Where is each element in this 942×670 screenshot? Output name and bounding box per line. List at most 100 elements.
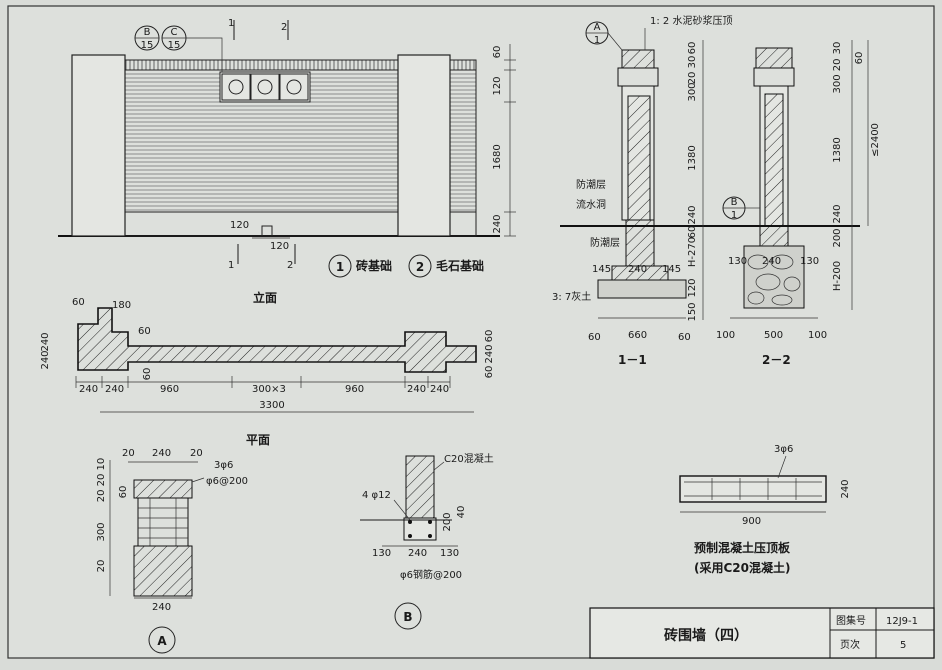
pillar-right xyxy=(397,54,451,237)
svg-text:B: B xyxy=(144,27,151,38)
elev-dim-1680: 1680 xyxy=(492,144,503,169)
detB-dim-130a: 130 xyxy=(372,548,391,559)
plan-dim-b6: 240 xyxy=(407,384,426,395)
detA-dim-240: 240 xyxy=(152,448,171,459)
detA-dim-202010: 20 20 10 xyxy=(96,458,107,503)
detail-bubble-b: B 15 xyxy=(134,25,160,51)
wall-coping xyxy=(124,59,399,71)
detail-b: C20混凝土 4 φ12 200 40 130 240 130 φ6钢筋@200… xyxy=(360,452,494,630)
plan-dim-right-240: 240 xyxy=(484,344,495,363)
svg-text:A: A xyxy=(594,22,601,33)
detA-brick-courses xyxy=(138,498,188,546)
svg-text:2: 2 xyxy=(416,260,424,274)
svg-text:15: 15 xyxy=(141,40,154,51)
plan-dim-180: 180 xyxy=(112,300,131,311)
precast-rebar: 3φ6 xyxy=(774,444,793,455)
precast-subtitle: (采用C20混凝土) xyxy=(694,560,790,575)
s22-dim-h200: H-200 xyxy=(832,261,843,291)
s11-dim-145b: 145 xyxy=(662,264,681,275)
detA-dim-20: 20 xyxy=(96,560,107,573)
plan-view: 60 180 240 240 60 60 60 240 60 240 240 9… xyxy=(40,297,495,447)
detA-dim-20b: 20 xyxy=(190,448,203,459)
s11-coping xyxy=(621,49,655,69)
svg-text:1: 1 xyxy=(594,35,600,46)
s11-dim-h270: H-270 xyxy=(687,237,698,267)
section-2-2: B 1 130 240 130 30 60 300 20 1380 ≤2400 … xyxy=(710,40,881,367)
plan-dim-left-1: 240 xyxy=(40,332,51,351)
s11-dim-1380: 1380 xyxy=(687,145,698,170)
page-label: 页次 xyxy=(840,638,860,651)
plan-dim-b3: 960 xyxy=(160,384,179,395)
s22-coping xyxy=(755,47,793,69)
s11-label-dpc: 防潮层 xyxy=(576,178,606,191)
svg-text:C: C xyxy=(171,27,178,38)
detB-rebar: 4 φ12 xyxy=(362,490,391,501)
plan-dim-right-60b: 60 xyxy=(484,366,495,379)
section-mark-2-bottom: 2 xyxy=(287,260,293,271)
plan-dim-b4: 300×3 xyxy=(252,384,286,395)
s11-dim-240: 240 xyxy=(687,205,698,224)
detA-label: A xyxy=(157,634,167,648)
s11-label-limesoil: 3: 7灰土 xyxy=(552,290,591,303)
detB-label-circle xyxy=(394,602,422,630)
wall-coping-right xyxy=(449,59,477,71)
s11-dim-300: 300 xyxy=(687,82,698,101)
detA-dim-60: 60 xyxy=(118,486,129,499)
s22-dim-240: 240 xyxy=(762,256,781,267)
svg-text:1: 1 xyxy=(336,260,344,274)
s11-dim-145a: 145 xyxy=(592,264,611,275)
section-mark-2-top: 2 xyxy=(281,22,287,33)
svg-text:15: 15 xyxy=(168,40,181,51)
precast-coping: 3φ6 900 240 预制混凝土压顶板 (采用C20混凝土) xyxy=(679,444,851,575)
s22-dim-2400: ≤2400 xyxy=(870,123,881,157)
s11-dim-240: 240 xyxy=(628,264,647,275)
plan-dim-left-2: 240 xyxy=(40,350,51,369)
page-value: 5 xyxy=(900,640,906,651)
s11-dim-120: 120 xyxy=(687,278,698,297)
s22-dim-b100a: 100 xyxy=(716,330,735,341)
detA-label-circle xyxy=(148,626,176,654)
s22-dim-240: 240 xyxy=(832,204,843,223)
section-mark-1-bottom: 1 xyxy=(228,260,234,271)
section-1-1: A 1 1: 2 水泥砂浆压顶 防潮层 流水洞 防潮层 3: 7灰土 145 2… xyxy=(552,14,732,367)
legend-brick-foundation: 1 砖基础 xyxy=(328,254,392,278)
section-mark-1-top: 1 xyxy=(228,18,234,29)
precast-height: 240 xyxy=(840,479,851,498)
plan-title: 平面 xyxy=(246,433,270,447)
s22-dim-30: 30 xyxy=(832,42,843,55)
s22-dim-b500: 500 xyxy=(764,330,783,341)
bubble-leader xyxy=(186,37,223,72)
s11-lime-soil xyxy=(597,279,687,299)
s22-dim-130a: 130 xyxy=(728,256,747,267)
detB-beam xyxy=(403,517,437,541)
atlas-value: 12J9-1 xyxy=(886,616,918,627)
s22-rubble-stones xyxy=(747,254,801,306)
title-block: 砖围墙（四） 图集号 12J9-1 页次 5 xyxy=(589,607,935,659)
plan-dim-b1: 240 xyxy=(79,384,98,395)
elev-dim-120: 120 xyxy=(492,76,503,95)
s22-dim-b100b: 100 xyxy=(808,330,827,341)
plan-dim-mid-60: 60 xyxy=(138,326,151,337)
s22-dim-60: 60 xyxy=(854,52,865,65)
plan-dim-total: 3300 xyxy=(259,400,284,411)
wall-panel-right xyxy=(449,69,477,213)
plan-dim-b7: 240 xyxy=(430,384,449,395)
s11-label-dpc2: 防潮层 xyxy=(590,236,620,249)
s22-dim-30020: 300 20 xyxy=(832,59,843,94)
detA-cap xyxy=(133,479,193,499)
elev-dim-drain-width: 120 xyxy=(270,241,289,252)
plan-dim-mid-60b: 60 xyxy=(142,368,153,381)
s22-plinth xyxy=(759,225,789,247)
s11-dim-b60a: 60 xyxy=(588,332,601,343)
svg-text:1: 1 xyxy=(731,210,737,221)
drain-hole xyxy=(261,225,273,237)
s22-title: 2－2 xyxy=(762,353,791,367)
decorative-blocks xyxy=(219,71,311,103)
title-name: 砖围墙（四） xyxy=(664,627,748,644)
elevation-view: B 15 C 15 1 2 1 2 120 120 60 120 xyxy=(58,18,516,305)
s11-title: 1－1 xyxy=(618,353,647,367)
detB-concrete: C20混凝土 xyxy=(444,452,494,465)
s11-label-drain: 流水洞 xyxy=(576,198,606,211)
detA-dim-bottom: 240 xyxy=(152,602,171,613)
